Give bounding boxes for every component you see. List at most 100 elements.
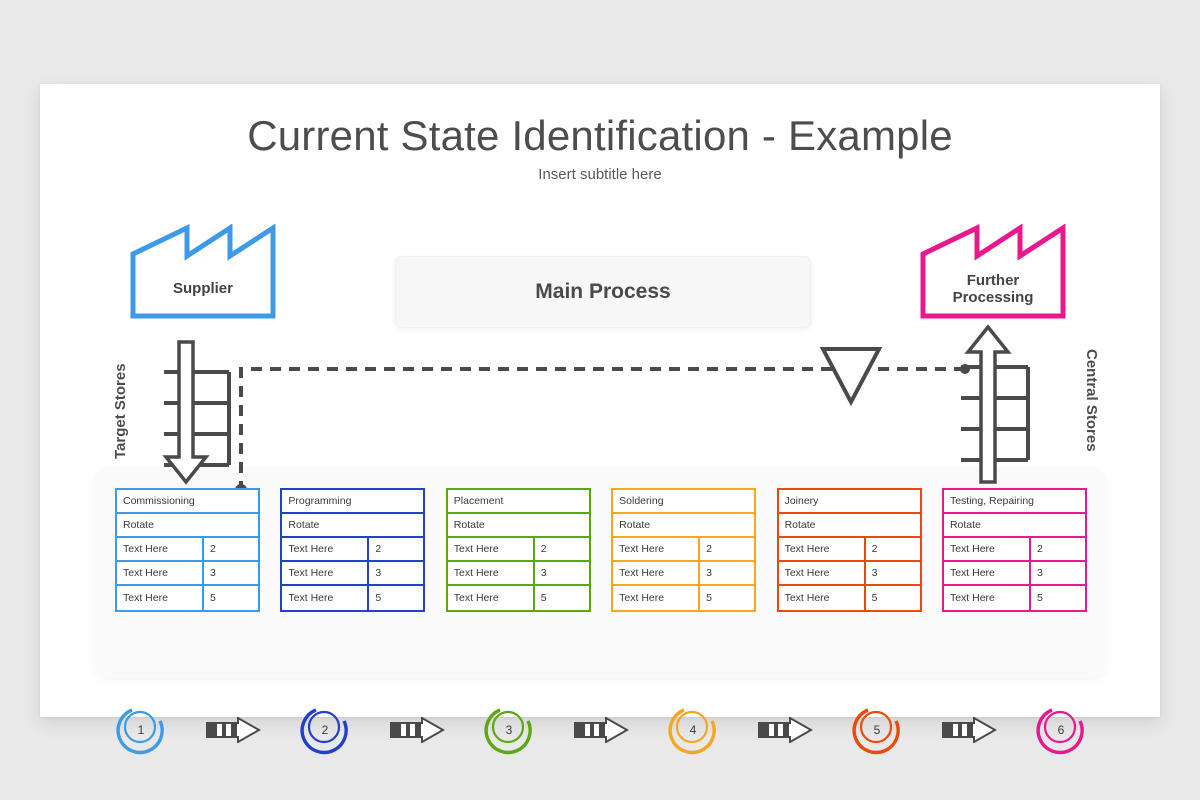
push-arrow-icon [574,717,629,743]
step-number: 3 [505,723,513,737]
process-card-title: Testing, Repairing [949,495,1034,507]
process-card-row: Text Here 2 [447,538,589,562]
process-card-row-value: 3 [532,562,589,584]
process-card-row: Text Here 5 [117,586,258,610]
step-circle[interactable]: 2 [299,704,351,756]
process-card-row-value: 3 [202,562,258,584]
process-card-row: Rotate [613,514,755,538]
process-card-title: Commissioning [123,495,195,507]
process-card-row-value: 3 [1028,562,1085,584]
push-arrow-icon [206,717,261,743]
process-card-row-label: Text Here [123,592,168,604]
process-card-row-label: Text Here [949,592,995,604]
page-subtitle: Insert subtitle here [538,166,662,183]
process-card-row-label: Text Here [784,592,830,604]
process-card-row-value: 2 [367,538,423,560]
process-card-row-value: 5 [1028,586,1085,610]
central-stores-label: Central Stores [1083,349,1100,452]
page-title: Current State Identification - Example [247,112,953,159]
process-card-row-value: 5 [532,586,589,610]
process-card-row: Rotate [778,514,920,538]
process-card-row: Text Here 3 [943,562,1085,586]
step-ring-icon [668,708,716,755]
process-card-row: Text Here 2 [943,538,1085,562]
process-card-row-label: Text Here [784,543,830,555]
process-card-row: Rotate [282,514,424,538]
process-card-title: Joinery [784,495,819,507]
process-card-header-row: Commissioning [117,490,258,514]
push-arrow-icon [942,717,997,743]
step-number: 4 [689,723,697,737]
process-card-row-label: Text Here [288,543,334,555]
central-stores-shelf-icon [961,365,1030,462]
supplier-label: Supplier [172,280,233,297]
process-card-header-row: Programming [282,490,424,514]
process-card-row-label: Text Here [123,543,168,555]
process-panel [95,467,1105,678]
process-card-row: Rotate [447,514,589,538]
process-card-row-value: 5 [698,586,754,610]
main-process-label: Main Process [535,280,671,303]
main-process-box[interactable]: Main Process [395,256,811,328]
slide-canvas: Current State Identification - Example I… [40,84,1160,755]
process-card-row-value: 3 [698,562,754,584]
process-card-row-value: 5 [863,586,920,610]
process-card-header-row: Joinery [778,490,920,514]
push-arrow-icon [390,717,445,743]
process-card-row-value: 2 [863,538,920,560]
process-card-row-label: Text Here [123,567,168,579]
process-card-row: Text Here 5 [613,586,754,610]
process-card-row: Text Here 2 [282,538,424,562]
process-card-row-label: Text Here [949,543,995,555]
further-processing-factory[interactable]: Further Processing [920,224,1066,319]
process-card-row: Text Here 2 [778,538,920,562]
step-circle[interactable]: 5 [851,704,903,756]
process-card-row-value: 2 [1028,538,1085,560]
step-circle[interactable]: 6 [1035,704,1087,756]
process-card-header-row: Testing, Repairing [943,490,1085,514]
process-card-header-row: Soldering [613,490,755,514]
process-card-row-value: 2 [532,538,589,560]
process-card-row-value: 5 [202,586,258,610]
step-circle[interactable]: 1 [115,704,167,756]
step-ring-icon [1036,708,1084,755]
process-card-row-label: Rotate [619,519,651,531]
step-number: 6 [1057,723,1065,737]
target-stores-shelf-icon [164,370,231,467]
supplier-factory[interactable]: Supplier [130,224,276,319]
process-card-title: Programming [288,495,352,507]
push-arrow-icon [758,717,813,743]
process-card-row-label: Text Here [949,567,995,579]
step-circle[interactable]: 4 [667,704,719,756]
process-card-row-label: Rotate [288,519,320,531]
further-processing-line-1: Further [966,272,1020,289]
further-processing-line-2: Processing [952,289,1034,306]
step-circle[interactable]: 3 [483,704,535,756]
process-card-row-value: 3 [863,562,920,584]
process-card-row-label: Text Here [619,543,665,555]
process-card-row-label: Text Here [619,592,665,604]
process-card-row-label: Text Here [453,592,499,604]
step-number: 1 [137,723,145,737]
process-card-row-label: Text Here [288,592,334,604]
factory-icon [920,224,1066,319]
process-card-row-label: Rotate [123,519,154,531]
step-ring-icon [300,708,348,755]
process-card-row-label: Text Here [453,543,499,555]
process-card-row: Text Here 5 [779,586,920,610]
information-flow-origin-dot [960,364,970,374]
